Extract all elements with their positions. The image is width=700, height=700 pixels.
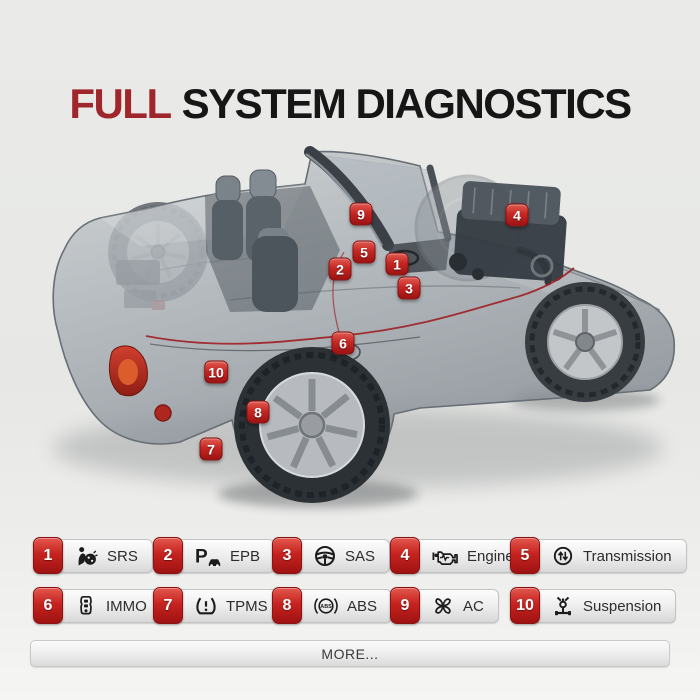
car-marker-8: 8 xyxy=(246,400,270,424)
car-marker-4: 4 xyxy=(505,203,529,227)
system-badge-epb[interactable]: 2 P EPB xyxy=(153,537,276,575)
car-marker-5: 5 xyxy=(352,240,376,264)
badge-label: Suspension xyxy=(583,597,662,615)
badge-number: 8 xyxy=(272,587,302,624)
system-badge-suspension[interactable]: 10 Suspension xyxy=(510,587,677,625)
rear-reflector xyxy=(154,404,172,422)
suspension-icon xyxy=(551,594,575,618)
system-badge-tpms[interactable]: 7 TPMS xyxy=(153,587,283,625)
fan-icon xyxy=(431,594,455,618)
badge-label: TPMS xyxy=(226,597,268,615)
badge-label: AC xyxy=(463,597,484,615)
badge-number: 6 xyxy=(33,587,63,624)
badge-number: 2 xyxy=(153,537,183,574)
car-marker-1: 1 xyxy=(385,252,409,276)
car-marker-2: 2 xyxy=(328,257,352,281)
engine-block xyxy=(449,181,567,286)
front-wheel xyxy=(525,282,645,402)
more-label: MORE... xyxy=(321,645,379,662)
engine-icon xyxy=(431,544,459,568)
badge-number: 10 xyxy=(510,587,540,624)
rear-wheel xyxy=(234,347,390,503)
badge-number: 9 xyxy=(390,587,420,624)
badge-label: ABS xyxy=(347,597,378,615)
car-marker-7: 7 xyxy=(199,437,223,461)
car-marker-3: 3 xyxy=(397,276,421,300)
svg-text:P: P xyxy=(195,547,208,568)
key-fob-icon xyxy=(74,594,98,618)
system-badge-engine[interactable]: 4 Engine xyxy=(390,537,529,575)
tpms-icon xyxy=(194,594,218,618)
badge-label: SRS xyxy=(107,547,138,565)
system-badge-abs[interactable]: 8 ABS ABS xyxy=(272,587,393,625)
badge-number: 5 xyxy=(510,537,540,574)
system-badge-srs[interactable]: 1 SRS xyxy=(33,537,153,575)
system-badge-transmission[interactable]: 5 Transmission xyxy=(510,537,687,575)
car-marker-9: 9 xyxy=(349,202,373,226)
badge-number: 7 xyxy=(153,587,183,624)
system-badge-sas[interactable]: 3 SAS xyxy=(272,537,391,575)
seats xyxy=(212,169,298,312)
taillight xyxy=(108,345,172,422)
system-badge-ac[interactable]: 9 AC xyxy=(390,587,499,625)
title-highlight: FULL xyxy=(69,80,172,128)
badge-number: 4 xyxy=(390,537,420,574)
badge-number: 3 xyxy=(272,537,302,574)
parking-brake-icon: P xyxy=(194,544,222,568)
badge-number: 1 xyxy=(33,537,63,574)
badge-label: EPB xyxy=(230,547,261,565)
badge-label: Transmission xyxy=(583,547,672,565)
airbag-icon xyxy=(74,544,99,568)
more-button[interactable]: MORE... xyxy=(30,640,670,667)
car-marker-6: 6 xyxy=(331,331,355,355)
windshield xyxy=(304,146,452,261)
badge-label: SAS xyxy=(345,547,376,565)
title-rest: SYSTEM DIAGNOSTICS xyxy=(181,80,633,128)
steering-wheel-icon xyxy=(313,544,337,568)
badge-label: Engine xyxy=(467,547,514,565)
svg-text:ABS: ABS xyxy=(320,604,332,610)
badge-label: IMMO xyxy=(106,597,147,615)
transmission-icon xyxy=(551,544,575,568)
system-badge-immo[interactable]: 6 IMMO xyxy=(33,587,162,625)
abs-icon: ABS xyxy=(313,594,339,618)
car-marker-10: 10 xyxy=(204,360,228,384)
